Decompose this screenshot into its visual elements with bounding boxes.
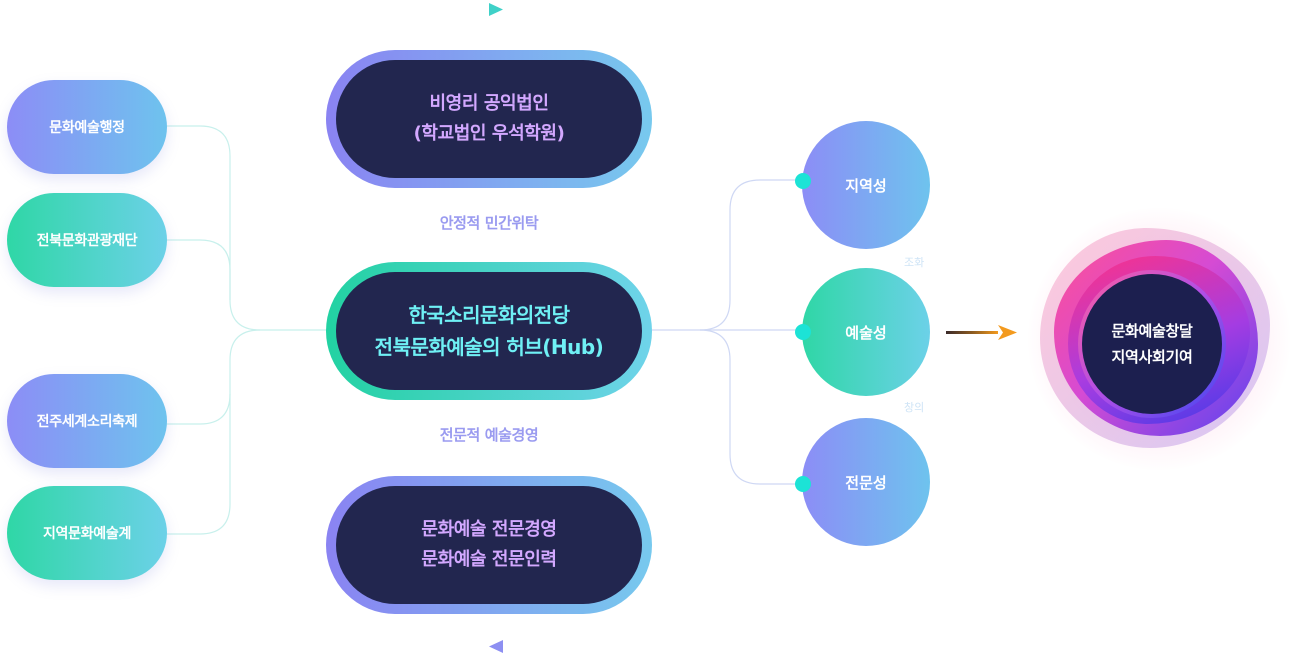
connector-left-4 xyxy=(166,394,231,535)
hub-line: 한국소리문화의전당 xyxy=(408,303,570,327)
capsule-expertise: 문화예술 전문경영 문화예술 전문인력 xyxy=(326,476,652,614)
small-label-creativity: 창의 xyxy=(904,401,925,414)
left-item-label: 문화예술행정 xyxy=(49,120,125,136)
connector-left-3 xyxy=(166,329,261,425)
circle-artistry: 예술성 xyxy=(802,268,930,396)
connector-dot xyxy=(795,324,811,340)
left-item-arts-community: 지역문화예술계 xyxy=(7,486,167,580)
result-line: 지역사회기여 xyxy=(1111,348,1193,366)
small-label-harmony: 조화 xyxy=(904,256,925,269)
capsule-line: 비영리 공익법인 xyxy=(429,93,549,114)
capsule-nonprofit: 비영리 공익법인 (학교법인 우석학원) xyxy=(326,50,652,188)
left-item-admin: 문화예술행정 xyxy=(7,80,167,174)
play-triangle-icon xyxy=(489,3,503,16)
left-item-festival: 전주세계소리축제 xyxy=(7,374,167,468)
circle-label: 예술성 xyxy=(845,323,887,342)
label-professional-management: 전문적 예술경영 xyxy=(439,426,539,444)
left-item-foundation: 전북문화관광재단 xyxy=(7,193,167,287)
connector-left-1 xyxy=(166,125,326,331)
connector-right-1 xyxy=(652,179,803,331)
left-item-label: 전북문화관광재단 xyxy=(36,233,138,249)
circle-label: 전문성 xyxy=(845,473,887,492)
result-core: 문화예술창달 지역사회기여 xyxy=(1078,270,1226,418)
capsule-line: (학교법인 우석학원) xyxy=(413,123,565,144)
left-item-label: 지역문화예술계 xyxy=(42,526,132,542)
circle-locality: 지역성 xyxy=(802,121,930,249)
reverse-triangle-icon xyxy=(489,640,503,653)
left-item-label: 전주세계소리축제 xyxy=(36,414,138,430)
connector-right-3 xyxy=(699,329,803,485)
arrow-head-icon xyxy=(998,325,1017,340)
connector-dot xyxy=(795,173,811,189)
label-stable-outsourcing: 안정적 민간위탁 xyxy=(439,214,539,232)
result-arrow-line xyxy=(946,331,998,334)
capsule-line: 문화예술 전문인력 xyxy=(421,549,557,570)
circle-label: 지역성 xyxy=(845,176,887,195)
connector-left-2 xyxy=(166,239,231,300)
connector-dot xyxy=(795,476,811,492)
circle-expertise: 전문성 xyxy=(802,418,930,546)
capsule-line: 문화예술 전문경영 xyxy=(421,519,557,540)
hub-line: 전북문화예술의 허브(Hub) xyxy=(374,335,604,359)
result-line: 문화예술창달 xyxy=(1111,322,1193,340)
capsule-hub: 한국소리문화의전당 전북문화예술의 허브(Hub) xyxy=(326,262,652,400)
